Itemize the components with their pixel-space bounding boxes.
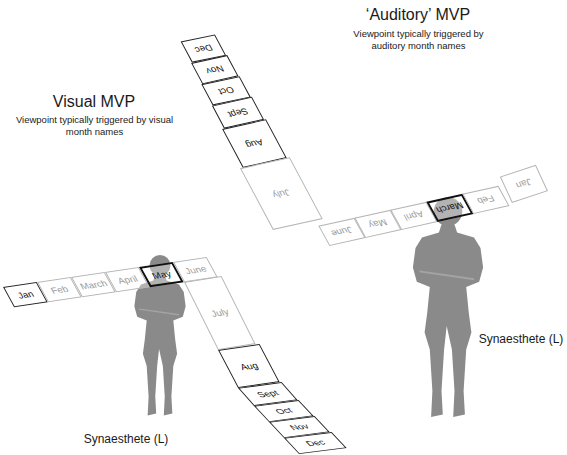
month-name: Feb [476,194,497,206]
month-name: Aug [238,361,259,372]
month-name: July [210,307,231,318]
month-name: Sept [255,389,281,399]
month-box: Jan [500,165,548,203]
month-name: May [150,269,172,280]
figure-caption: Synaesthete (L) [76,432,176,447]
month-name: Nov [204,64,225,76]
month-name: April [116,274,139,285]
month-box: July [184,276,256,350]
month-name: May [367,218,389,230]
viewpoint-note: Viewpoint typically triggered by visual … [12,114,177,138]
month-box: July [240,157,323,230]
viewpoint-title: Visual MVP [14,92,174,112]
month-name: Sept [226,106,250,119]
crossed-arm-line [419,271,474,279]
crossed-arm-line [139,309,179,315]
viewpoint-note: Viewpoint typically triggered by auditor… [336,28,501,52]
synaesthete-silhouette [413,197,483,417]
month-name: Feb [49,284,70,295]
month-name: Aug [244,138,265,150]
month-name: April [402,210,425,222]
month-name: Oct [217,85,236,96]
month-name: Dec [304,438,327,447]
month-name: June [330,226,355,239]
month-name: Jan [515,177,534,190]
month-name: June [183,264,208,275]
figure-caption: Synaesthete (L) [476,332,566,347]
month-name: March [78,278,109,290]
body-shape [134,275,185,416]
month-name: Dec [193,43,214,55]
month-name: Oct [273,407,294,416]
body-shape [413,225,483,417]
month-name: March [435,201,465,215]
month-box: Aug [218,344,280,388]
month-name: July [271,188,292,200]
month-name: Nov [288,422,311,431]
viewpoint-title: ‘Auditory’ MVP [338,5,498,25]
month-name: Jan [16,289,36,300]
